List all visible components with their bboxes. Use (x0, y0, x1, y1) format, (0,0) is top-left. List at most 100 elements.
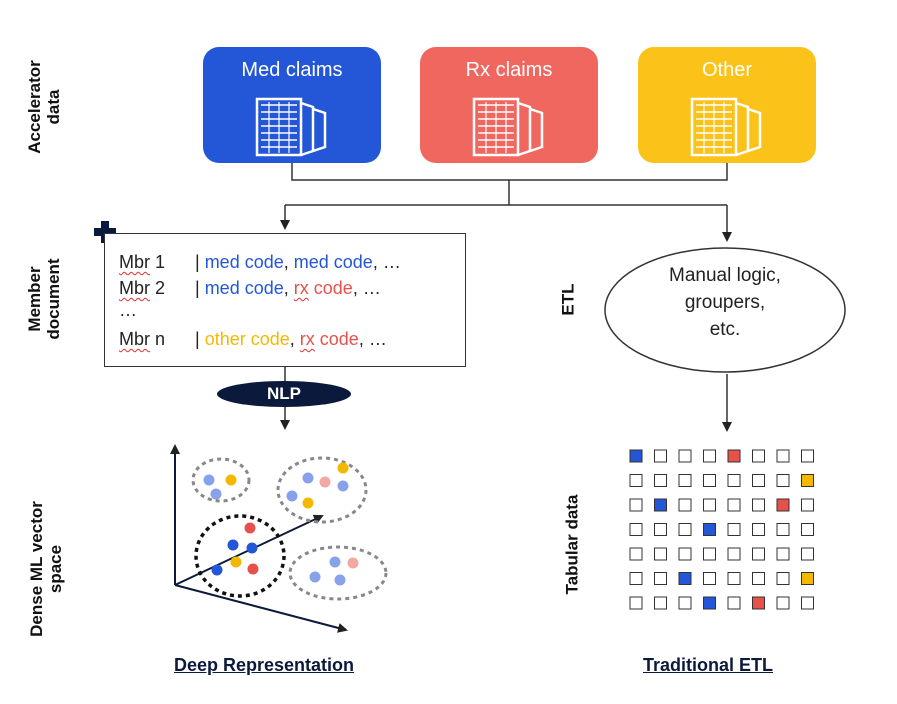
grid-cell (678, 449, 692, 463)
code-token: , … (352, 278, 381, 298)
vector-point (302, 472, 314, 484)
grid-cell (776, 474, 790, 487)
grid-cell (629, 498, 643, 512)
grid-cell (752, 498, 765, 512)
grid-cell (752, 474, 765, 487)
vector-point (319, 476, 331, 488)
grid-cell (801, 474, 814, 487)
code-token: , (283, 252, 294, 272)
grid-cell (703, 523, 716, 536)
grid-cell (654, 547, 667, 561)
grid-cell (727, 547, 741, 561)
grid-cell (776, 596, 790, 610)
member-row: Mbr 2| med code, rx code, … (119, 278, 381, 299)
code-token: , (283, 278, 294, 298)
grid-cell (752, 547, 765, 561)
source-label: Other (701, 59, 753, 81)
member-id: … (119, 300, 137, 320)
code-token: code (314, 329, 359, 349)
vector-point (230, 556, 242, 568)
grid-cell (752, 572, 765, 585)
vector-point (337, 480, 349, 492)
grid-cell (703, 474, 716, 487)
grid-cell (629, 449, 643, 463)
grid-cell (629, 572, 643, 585)
server-icon (255, 97, 327, 157)
etl-description: Manual logic, groupers, etc. (669, 265, 781, 340)
grid-cell (678, 547, 692, 561)
grid-cell (678, 596, 692, 610)
code-token: , (289, 329, 300, 349)
grid-cell (654, 498, 667, 512)
grid-cell (629, 596, 643, 610)
tabular-grid (629, 449, 814, 610)
grid-cell (801, 523, 814, 536)
separator: | (195, 252, 205, 272)
nlp-badge: NLP (217, 381, 351, 407)
member-id: Mbr 1 (119, 252, 166, 272)
grid-cell (801, 572, 814, 585)
server-icon (690, 97, 762, 157)
grid-cell (678, 498, 692, 512)
source-label: Med claims (241, 59, 343, 81)
grid-cell (727, 596, 741, 610)
grid-cell (776, 572, 790, 585)
vector-point (329, 556, 341, 568)
grid-cell (703, 547, 716, 561)
vector-point (337, 462, 349, 474)
member-row: Mbr n| other code, rx code, … (119, 329, 387, 350)
code-token: , … (372, 252, 401, 272)
grid-cell (776, 523, 790, 536)
vector-point (244, 522, 256, 534)
grid-cell (629, 523, 643, 536)
code-token: rx (293, 278, 309, 298)
source-rx-claims: Rx claims (420, 47, 598, 163)
member-id: Mbr 2 (119, 278, 166, 298)
grid-cell (703, 572, 716, 585)
grid-cell (678, 523, 692, 536)
etl-ellipse (604, 247, 846, 373)
member-id: Mbr n (119, 329, 166, 349)
grid-cell (776, 449, 790, 463)
code-token: other code (204, 329, 290, 349)
source-other: Other (638, 47, 816, 163)
grid-cell (801, 596, 814, 610)
separator: | (195, 329, 205, 349)
code-token: rx (299, 329, 315, 349)
code-token: med code (293, 252, 373, 272)
source-med-claims: Med claims (203, 47, 381, 163)
vector-point (286, 490, 298, 502)
cluster-outline (194, 514, 286, 598)
grid-cell (776, 498, 790, 512)
grid-cell (703, 596, 716, 610)
code-token: med code (204, 252, 284, 272)
grid-cell (801, 449, 814, 463)
grid-cell (654, 449, 667, 463)
grid-cell (678, 572, 692, 585)
grid-cell (629, 474, 643, 487)
grid-cell (801, 547, 814, 561)
cluster-outline (288, 545, 388, 601)
code-token: med code (204, 278, 284, 298)
vector-point (210, 488, 222, 500)
grid-cell (629, 547, 643, 561)
vector-point (203, 474, 215, 486)
grid-cell (703, 449, 716, 463)
grid-cell (801, 498, 814, 512)
grid-cell (727, 523, 741, 536)
vector-point (347, 557, 359, 569)
vector-point (302, 497, 314, 509)
grid-cell (727, 498, 741, 512)
grid-cell (776, 547, 790, 561)
grid-cell (752, 449, 765, 463)
grid-cell (752, 523, 765, 536)
grid-cell (654, 596, 667, 610)
cluster-outline (276, 456, 368, 524)
grid-cell (727, 449, 741, 463)
vector-point (225, 474, 237, 486)
grid-cell (678, 474, 692, 487)
cluster-outline (191, 457, 251, 503)
caption-deep-representation: Deep Representation (174, 655, 355, 675)
vector-point (246, 542, 258, 554)
